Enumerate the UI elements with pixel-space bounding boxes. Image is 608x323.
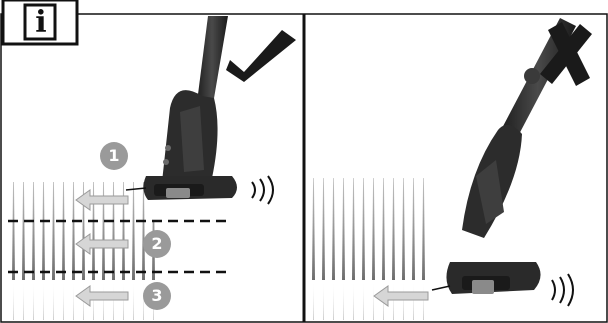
step-badge <box>143 282 171 310</box>
step-badge <box>143 230 171 258</box>
step-badge <box>100 142 128 170</box>
